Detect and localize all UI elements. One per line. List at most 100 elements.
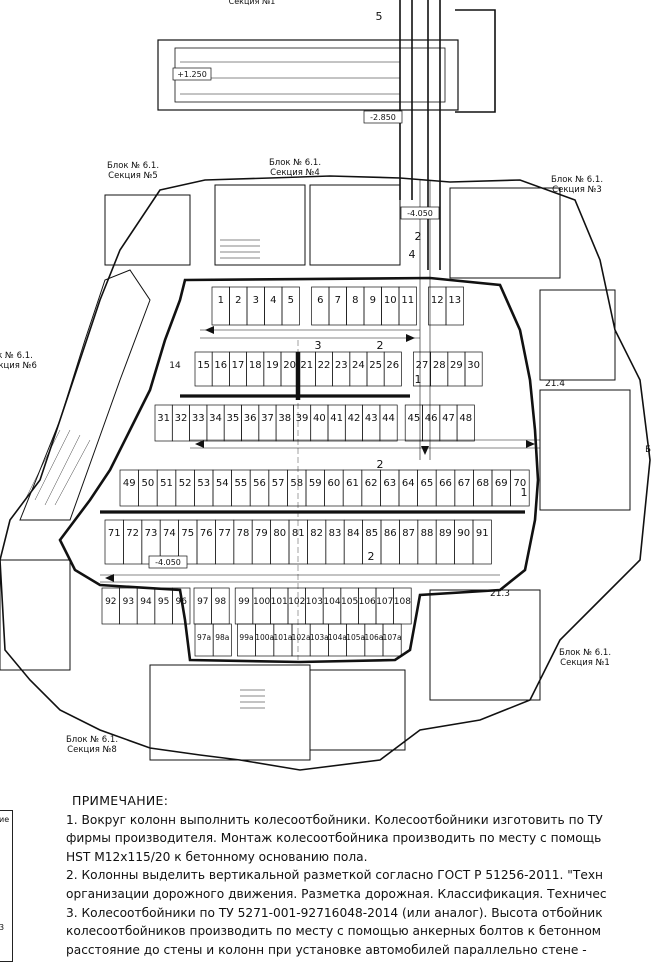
parking-bay-number: 101a — [273, 633, 292, 642]
parking-bay-number: 98 — [215, 597, 227, 607]
parking-bay-number: 12 — [431, 295, 444, 306]
room-label: 21.3 — [490, 589, 510, 599]
parking-bay-number: 92 — [105, 597, 116, 607]
parking-bay-number: 67 — [458, 478, 471, 489]
parking-bay-number: 28 — [433, 360, 446, 371]
parking-bay — [215, 519, 235, 565]
parking-bay-number: 62 — [365, 478, 378, 489]
block-label-line: Секция №4 — [270, 168, 320, 178]
parking-bay-number: 64 — [402, 478, 415, 489]
parking-bay-number: 89 — [439, 528, 452, 539]
parking-bay-number: 5 — [288, 295, 294, 306]
parking-bay — [196, 519, 216, 565]
parking-bay-number: 37 — [261, 413, 274, 424]
block-label-line: Секция №3 — [552, 185, 602, 195]
parking-bay — [456, 404, 475, 442]
parking-bay — [104, 519, 124, 565]
parking-bay-number: 50 — [142, 478, 155, 489]
parking-bay-number: 1 — [218, 295, 224, 306]
parking-bay-number: 100 — [253, 597, 270, 607]
parking-bay-number: 98a — [215, 633, 229, 642]
parking-bay-number: 20 — [283, 360, 296, 371]
parking-bay-number: 100a — [255, 633, 274, 642]
parking-bay-number: 17 — [232, 360, 245, 371]
parking-bay-number: 77 — [218, 528, 231, 539]
note-line: 1. Вокруг колонн выполнить колесоотбойни… — [66, 812, 603, 827]
note-line: 3. Колесоотбойники по ТУ 5271-001-927160… — [66, 905, 603, 920]
parking-bay — [510, 469, 530, 507]
parking-bay-number: 91 — [476, 528, 489, 539]
parking-bay — [212, 623, 232, 657]
parking-bay-number: 108 — [394, 597, 411, 607]
parking-bay-number: 36 — [244, 413, 257, 424]
top-section-label: Секция №1 — [229, 0, 276, 6]
parking-bay-number: 56 — [253, 478, 266, 489]
level-mark-box — [400, 206, 440, 220]
room-label: 14 — [169, 361, 181, 371]
block-label-line: Блок № 6.1. — [551, 175, 603, 185]
parking-bay-number: 9 — [370, 295, 376, 306]
parking-bay-number: 6 — [317, 295, 323, 306]
parking-bay-number: 22 — [318, 360, 331, 371]
parking-bay-number: 46 — [425, 413, 438, 424]
note-line: HST M12x115/20 к бетонному основанию пол… — [66, 849, 368, 864]
parking-bay — [172, 587, 191, 625]
parking-bay-number: 75 — [181, 528, 194, 539]
parking-bay-number: 47 — [442, 413, 455, 424]
notes-title: ПРИМЕЧАНИЕ: — [72, 793, 169, 808]
title-block-stamp: ие 3 — [0, 810, 13, 962]
parking-bay — [251, 519, 271, 565]
parking-bay — [428, 286, 447, 326]
parking-bay — [454, 519, 474, 565]
parking-bay-number: 71 — [108, 528, 121, 539]
room-label: 21.4 — [545, 379, 565, 389]
parking-bay — [399, 519, 419, 565]
parking-bay — [264, 286, 283, 326]
parking-bay-number: 21 — [300, 360, 313, 371]
parking-bay — [343, 519, 363, 565]
block-label-line: Блок № 6.1. — [66, 735, 118, 745]
parking-bay-number: 76 — [200, 528, 213, 539]
parking-bay — [381, 286, 400, 326]
axis-mark: 4 — [409, 248, 416, 261]
parking-bay-number: 43 — [365, 413, 378, 424]
section-4-block — [214, 184, 306, 266]
parking-bay-number: 72 — [126, 528, 139, 539]
section-1-block — [429, 589, 541, 701]
parking-bay-number: 78 — [237, 528, 250, 539]
parking-bay-number: 63 — [383, 478, 396, 489]
level-mark: -4.050 — [407, 209, 433, 218]
parking-bay-number: 13 — [448, 295, 461, 306]
stamp-mark: 3 — [0, 923, 5, 932]
parking-bay-number: 24 — [352, 360, 365, 371]
parking-bay-number: 88 — [421, 528, 434, 539]
parking-bay-number: 70 — [514, 478, 527, 489]
parking-bay-number: 74 — [163, 528, 176, 539]
parking-bay-number: 7 — [335, 295, 341, 306]
parking-bay — [382, 623, 402, 657]
parking-bay — [417, 519, 437, 565]
parking-bay-number: 3 — [253, 295, 259, 306]
parking-bay-number: 2 — [235, 295, 241, 306]
parking-bay-number: 30 — [467, 360, 480, 371]
parking-bay-number: 15 — [197, 360, 210, 371]
parking-bay — [311, 286, 330, 326]
parking-bay-number: 35 — [226, 413, 239, 424]
parking-bay — [325, 519, 345, 565]
note-line: 2. Колонны выделить вертикальной разметк… — [66, 868, 603, 883]
level-mark-box — [363, 110, 403, 124]
parking-bay-number: 23 — [335, 360, 348, 371]
parking-bay-number: 31 — [157, 413, 170, 424]
parking-bay — [246, 286, 265, 326]
block-label-line: к № 6.1. — [0, 351, 33, 361]
note-line: колесоотбойников производить по месту с … — [66, 924, 601, 939]
parking-bay-number: 25 — [369, 360, 382, 371]
level-mark-box — [148, 555, 188, 569]
parking-bay — [281, 286, 300, 326]
parking-bay-number: 55 — [235, 478, 248, 489]
parking-bay — [435, 519, 455, 565]
block-label-line: Секция №8 — [67, 745, 117, 755]
parking-bay — [270, 519, 290, 565]
